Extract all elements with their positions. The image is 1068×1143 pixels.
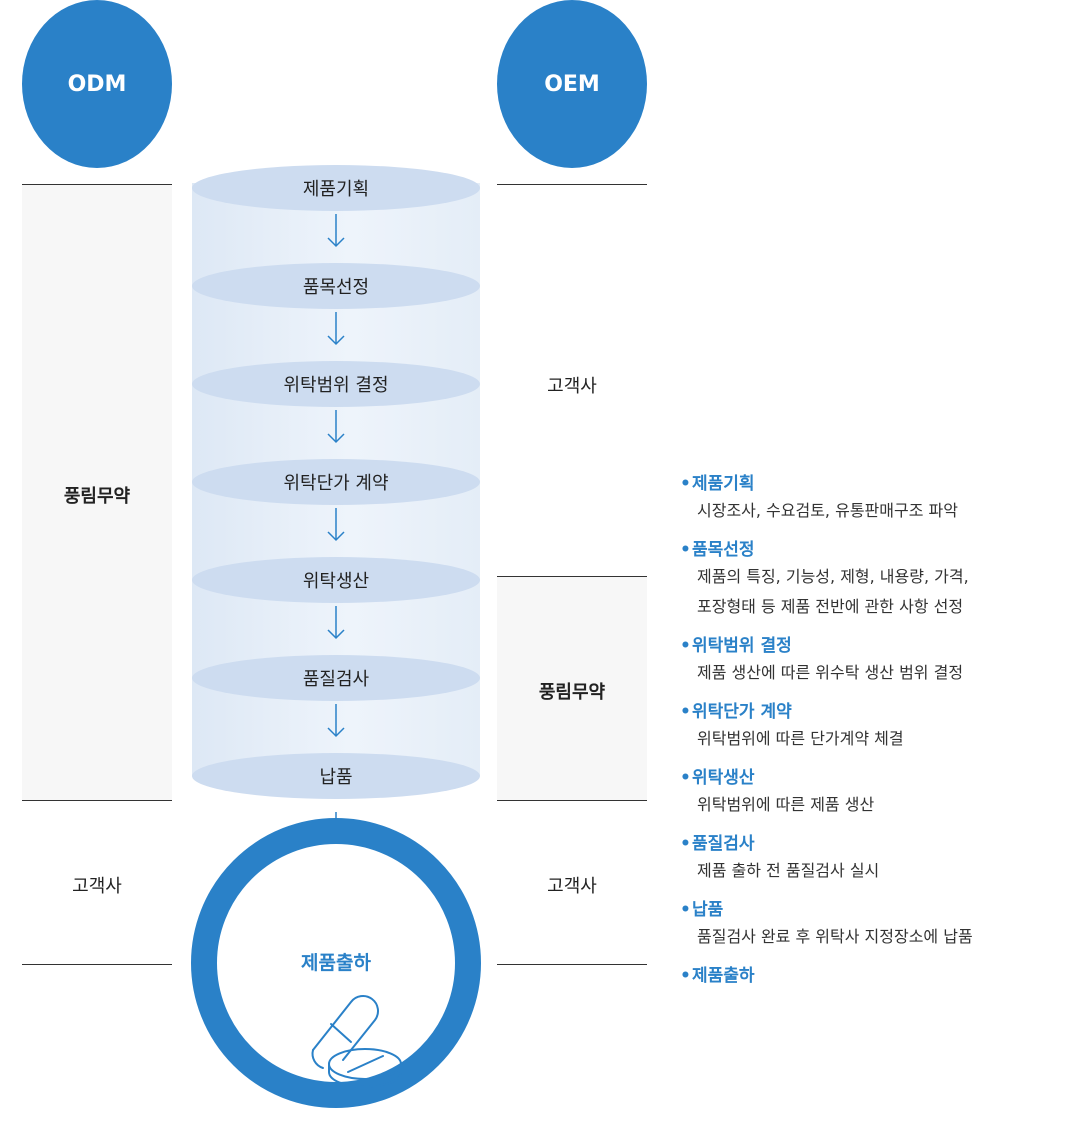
description-item: •위탁생산 위탁범위에 따른 제품 생산: [680, 766, 1060, 820]
arrow-down-icon: [327, 606, 345, 640]
bullet-icon: •: [680, 768, 691, 788]
oem-divider-upper: [497, 576, 647, 577]
description-text: 위탁범위에 따른 제품 생산: [697, 795, 875, 814]
odm-manufacturer-label: 풍림무약: [63, 486, 131, 507]
bullet-icon: •: [680, 834, 691, 854]
oem-circle: OEM: [497, 0, 647, 168]
description-text: 제품 출하 전 품질검사 실시: [697, 861, 880, 880]
step-product-planning: 제품기획: [192, 165, 480, 211]
description-title: 제품기획: [692, 474, 755, 494]
bullet-icon: •: [680, 540, 691, 560]
description-title: 위탁범위 결정: [692, 636, 792, 656]
odm-manufacturer-panel: [22, 184, 172, 800]
oem-customer-top-label: 고객사: [547, 376, 597, 397]
odm-customer-label: 고객사: [72, 876, 122, 897]
arrow-down-icon: [327, 214, 345, 248]
description-text: 제품 생산에 따른 위수탁 생산 범위 결정: [697, 663, 964, 682]
product-shipment-circle: 제품출하: [191, 818, 481, 1108]
odm-label: ODM: [67, 71, 127, 97]
oem-manufacturer-label: 풍림무약: [538, 682, 606, 703]
description-item: •위탁범위 결정 제품 생산에 따른 위수탁 생산 범위 결정: [680, 634, 1060, 688]
step-scope-decision: 위탁범위 결정: [192, 361, 480, 407]
step-delivery: 납품: [192, 753, 480, 799]
description-title: 품질검사: [692, 834, 755, 854]
odm-circle: ODM: [22, 0, 172, 168]
step-quality-inspection: 품질검사: [192, 655, 480, 701]
process-description-list: •제품기획 시장조사, 수요검토, 유통판매구조 파악 •품목선정 제품의 특징…: [680, 472, 1060, 1000]
oem-customer-bottom-label: 고객사: [547, 876, 597, 897]
bullet-icon: •: [680, 702, 691, 722]
arrow-down-icon: [327, 508, 345, 542]
step-price-contract: 위탁단가 계약: [192, 459, 480, 505]
description-text: 위탁범위에 따른 단가계약 체결: [697, 729, 904, 748]
description-title: 위탁생산: [692, 768, 755, 788]
shipment-label: 제품출하: [301, 952, 371, 974]
description-item: •제품출하: [680, 964, 1060, 988]
bullet-icon: •: [680, 474, 691, 494]
arrow-down-icon: [327, 704, 345, 738]
oem-label: OEM: [544, 71, 600, 97]
oem-divider-top: [497, 184, 647, 185]
description-item: •위탁단가 계약 위탁범위에 따른 단가계약 체결: [680, 700, 1060, 754]
arrow-down-icon: [327, 410, 345, 444]
arrow-down-icon: [327, 312, 345, 346]
description-title: 위탁단가 계약: [692, 702, 792, 722]
description-text: 시장조사, 수요검토, 유통판매구조 파악: [697, 501, 958, 520]
odm-divider-top: [22, 184, 172, 185]
bullet-icon: •: [680, 636, 691, 656]
description-text: 제품의 특징, 기능성, 제형, 내용량, 가격,: [697, 567, 969, 586]
pill-capsule-icon: [311, 995, 402, 1088]
description-text: 품질검사 완료 후 위탁사 지정장소에 납품: [697, 927, 973, 946]
oem-divider-middle: [497, 800, 647, 801]
odm-divider-bottom: [22, 964, 172, 965]
description-title: 제품출하: [692, 966, 755, 986]
description-title: 납품: [692, 900, 724, 920]
description-item: •납품 품질검사 완료 후 위탁사 지정장소에 납품: [680, 898, 1060, 952]
description-item: •제품기획 시장조사, 수요검토, 유통판매구조 파악: [680, 472, 1060, 526]
oem-divider-bottom: [497, 964, 647, 965]
bullet-icon: •: [680, 900, 691, 920]
step-item-selection: 품목선정: [192, 263, 480, 309]
step-contract-production: 위탁생산: [192, 557, 480, 603]
description-item: •품목선정 제품의 특징, 기능성, 제형, 내용량, 가격, 포장형태 등 제…: [680, 538, 1060, 622]
oem-manufacturer-panel: [497, 576, 647, 800]
description-title: 품목선정: [692, 540, 755, 560]
bullet-icon: •: [680, 966, 691, 986]
description-item: •품질검사 제품 출하 전 품질검사 실시: [680, 832, 1060, 886]
description-text: 포장형태 등 제품 전반에 관한 사항 선정: [697, 597, 964, 616]
odm-divider-middle: [22, 800, 172, 801]
